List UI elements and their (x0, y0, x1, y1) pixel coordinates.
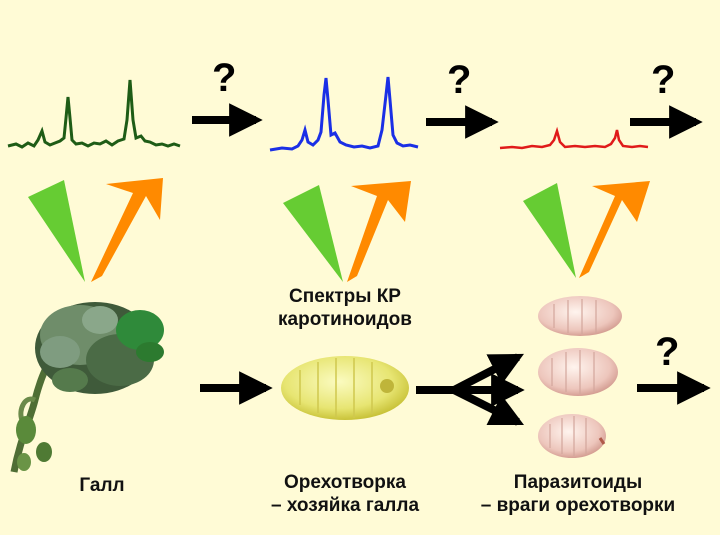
parasitoids-label: Паразитоиды – враги орехотворки (458, 472, 698, 518)
gall-label: Галл (79, 475, 125, 496)
spectra-label: Спектры КР каротиноидов (255, 286, 435, 332)
question-mark-1: ? (212, 56, 237, 100)
spectra-label-line1: Спектры КР (289, 286, 401, 307)
host-label-line2: – хозяйка галла (270, 494, 420, 516)
spectrum-parasitoid (499, 126, 649, 150)
host-label-line1: Орехотворка (284, 472, 406, 493)
question-mark-4: ? (655, 330, 680, 374)
spectrum-gall (7, 79, 181, 149)
laser-triangle-gall (28, 180, 85, 282)
laser-triangle-parasitoid (523, 183, 576, 278)
spectrum-host (269, 76, 419, 152)
question-mark-2: ? (447, 58, 472, 102)
spectra-label-line2: каротиноидов (278, 308, 412, 330)
parasitoids-label-line2: – враги орехотворки (480, 494, 676, 516)
scatter-arrow-parasitoid (579, 181, 650, 278)
parasitoid-larvae-image (538, 296, 622, 458)
host-larva-image (281, 356, 409, 420)
parasitoids-label-line1: Паразитоиды (513, 472, 643, 493)
host-label: Орехотворка – хозяйка галла (245, 472, 445, 518)
scatter-arrow-host (347, 181, 411, 282)
question-mark-3: ? (651, 58, 676, 102)
arrow-host-to-parasitoids (416, 353, 525, 426)
scatter-arrow-gall (91, 178, 163, 282)
gall-image (10, 302, 164, 473)
laser-triangle-host (283, 185, 343, 282)
